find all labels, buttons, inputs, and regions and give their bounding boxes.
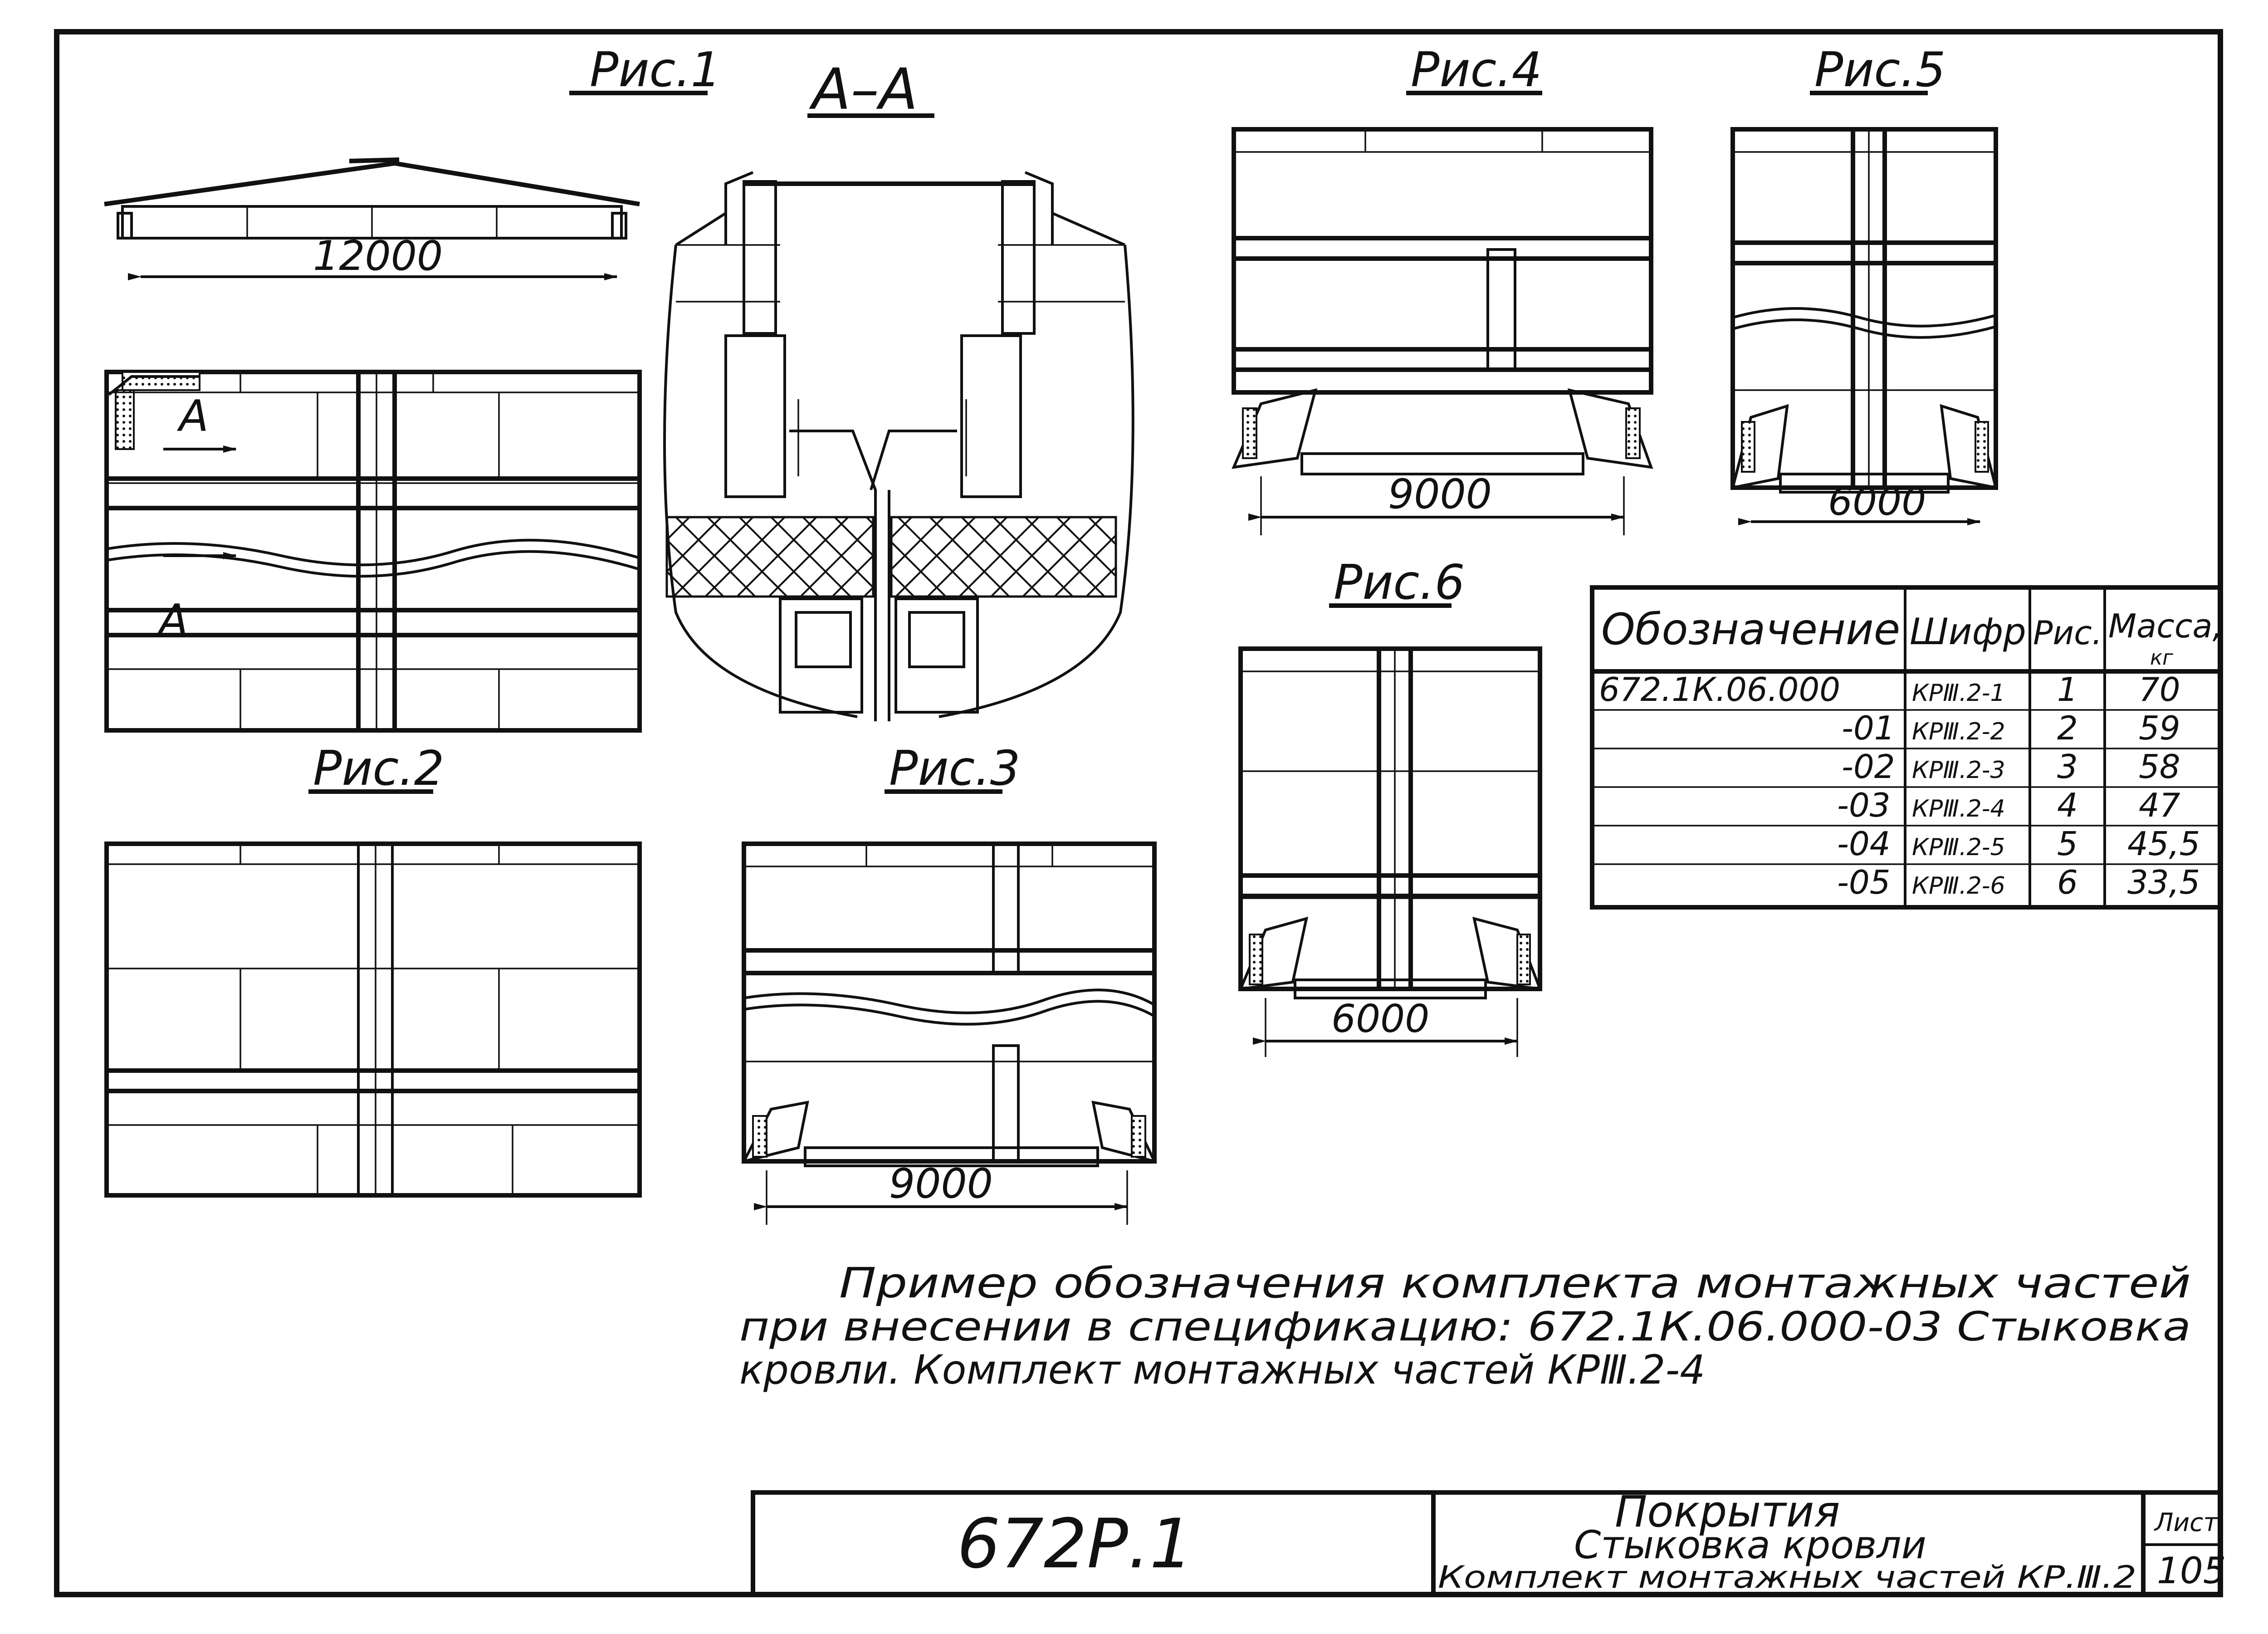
fig3-dimension: 9000: [889, 1160, 993, 1208]
plan-view: А А: [104, 370, 642, 733]
row2-fig: 2: [2057, 709, 2078, 747]
row1-designation: 672.1К.06.000: [1599, 670, 1840, 709]
section-a-a: А–А: [663, 57, 1134, 721]
fig1-roof-profile: Рис.1 12000: [104, 42, 721, 280]
row1-code: КРⅢ.2-1: [1912, 680, 2005, 707]
fig4-label: Рис.4: [1411, 42, 1542, 98]
note-line1: Пример обозначения комплекта монтажных ч…: [839, 1259, 2191, 1307]
title-block: 672Р.1 Покрытия Стыковка кровли Комплект…: [751, 1487, 2226, 1597]
row3-mass: 58: [2139, 748, 2180, 786]
fig1-label: Рис.1: [590, 42, 721, 98]
designation-note: Пример обозначения комплекта монтажных ч…: [739, 1259, 2191, 1393]
row3-code: КРⅢ.2-3: [1912, 757, 2005, 784]
row6-fig: 6: [2057, 863, 2078, 901]
title-block-title2: Стыковка кровли: [1574, 1523, 1926, 1568]
row5-mass: 45,5: [2127, 825, 2200, 863]
row1-fig: 1: [2057, 670, 2078, 709]
row4-mass: 47: [2139, 786, 2180, 824]
fig5-dimension: 6000: [1828, 479, 1926, 524]
fig1-dimension: 12000: [313, 232, 443, 280]
row5-fig: 5: [2057, 825, 2078, 863]
row5-code: КРⅢ.2-5: [1912, 834, 2005, 861]
title-block-sheet-number: 105: [2157, 1550, 2226, 1592]
row6-code: КРⅢ.2-6: [1912, 872, 2005, 900]
table-header-fig: Рис.: [2033, 614, 2102, 652]
row5-designation: -04: [1837, 825, 1891, 863]
fig6-label: Рис.6: [1334, 555, 1465, 610]
fig5-label: Рис.5: [1814, 42, 1945, 98]
fig4-plan: Рис.4 9000: [1232, 42, 1653, 535]
fig6-plan: Рис.6 6000: [1238, 555, 1542, 1057]
row3-designation: -02: [1842, 748, 1895, 786]
section-label: А–А: [809, 57, 918, 122]
fig6-dimension: 6000: [1331, 997, 1429, 1042]
cut-mark-top: А: [176, 391, 209, 441]
fig2-label: Рис.2: [313, 741, 444, 796]
row6-mass: 33,5: [2127, 863, 2200, 901]
note-line2: при внесении в спецификацию: 672.1К.06.0…: [739, 1303, 2191, 1350]
spec-table: Обозначение Шифр Рис. Масса, кг 672.1К.0…: [1590, 585, 2223, 910]
note-line3: кровли. Комплект монтажных частей КРⅢ.2-…: [739, 1346, 1705, 1393]
fig2-plan: Рис.2: [104, 741, 642, 1198]
row4-designation: -03: [1837, 786, 1891, 824]
row2-designation: -01: [1842, 709, 1895, 747]
cut-mark-bottom: А: [156, 596, 188, 646]
fig5-plan: Рис.5 6000: [1730, 42, 1998, 525]
row4-fig: 4: [2057, 786, 2078, 824]
table-header-mass: Масса,: [2108, 607, 2223, 645]
fig4-dimension: 9000: [1388, 470, 1492, 518]
title-block-sheet-label: Лист: [2154, 1508, 2219, 1537]
table-header-code: Шифр: [1910, 611, 2026, 653]
row1-mass: 70: [2139, 670, 2180, 709]
table-header-designation: Обозначение: [1601, 605, 1900, 655]
title-block-code: 672Р.1: [957, 1505, 1193, 1584]
row2-code: КРⅢ.2-2: [1912, 718, 2005, 745]
table-header-unit: кг: [2150, 646, 2173, 670]
title-block-title1: Покрытия: [1615, 1487, 1840, 1537]
row2-mass: 59: [2139, 709, 2180, 747]
row4-code: КРⅢ.2-4: [1912, 795, 2005, 822]
row3-fig: 3: [2057, 748, 2078, 786]
fig3-label: Рис.3: [889, 741, 1020, 796]
title-block-title3: Комплект монтажных частей КР.Ⅲ.2: [1438, 1560, 2136, 1595]
row6-designation: -05: [1837, 863, 1891, 901]
fig3-plan: Рис.3 9000: [741, 741, 1157, 1225]
